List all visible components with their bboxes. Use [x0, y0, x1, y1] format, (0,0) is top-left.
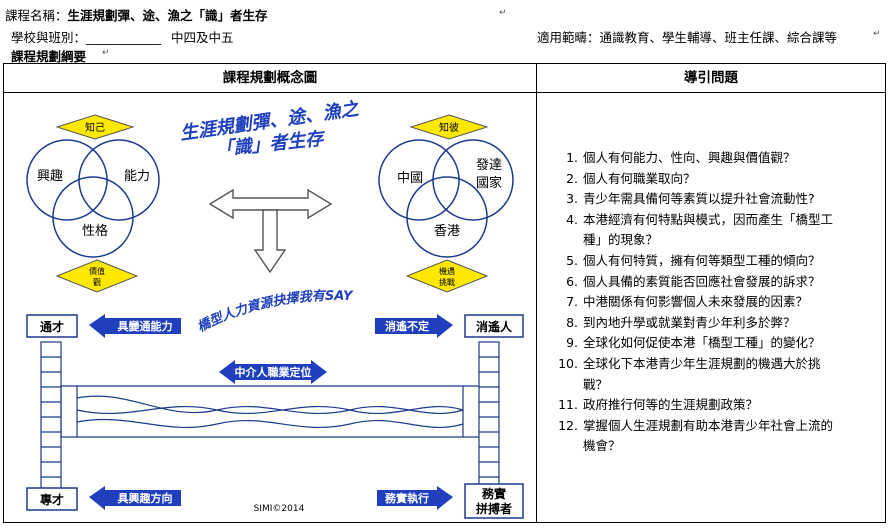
paragraph-mark-icon: ↵ — [873, 29, 881, 39]
outline-table: 課程規劃概念圖 導引問題 — [3, 63, 886, 523]
list-item: 3.青少年需具備何等素質以提升社會流動性? — [566, 191, 815, 207]
outline-heading: 課程規劃綱要 — [11, 49, 87, 64]
course-name-label: 課程名稱： — [5, 8, 68, 23]
guiding-questions-header: 導引問題 — [684, 70, 738, 86]
list-item: 9.全球化如何促使本港「橋型工種」的變化？ — [566, 335, 821, 351]
course-name-line: 課程名稱：生涯規劃彈、途、漁之「識」者生存 — [5, 5, 268, 24]
bridge — [60, 385, 479, 438]
carefree-label: 消遙人 — [476, 319, 513, 334]
list-item: 4.本港經濟有何特點與模式，因而產生「橋型工種」的現象？ — [566, 211, 834, 248]
specialist-box — [26, 487, 78, 511]
know-self-label: 知己 — [85, 121, 105, 134]
specialist-label: 專才 — [40, 492, 64, 507]
center-down-arrow — [253, 209, 287, 274]
left-ladder — [40, 341, 62, 493]
curved-slogan: 橋型人力資源抉擇我有SAY — [195, 288, 355, 336]
school-class-line: 學校與班別：____________ 中四及中五 — [11, 27, 234, 46]
center-double-arrow — [208, 188, 333, 220]
pragmatic-label-1: 務實 — [482, 486, 506, 501]
generalist-box — [26, 314, 78, 338]
venn-label-interest: 興趣 — [37, 169, 63, 184]
right-ladder — [478, 341, 500, 493]
concept-map-header: 課程規劃概念圖 — [222, 70, 318, 86]
concept-map-diagram: 生涯規劃彈、途、漁之 「識」者生存 知己 興趣 能力 性格 價值 觀 知彼 中國… — [26, 98, 524, 519]
venn-circle-china — [378, 139, 460, 221]
scope: 通識教育、學生輔導、班主任課、綜合課等 — [599, 30, 838, 45]
list-item: 2.個人有何職業取向？ — [566, 170, 696, 186]
table-header-divider — [4, 92, 885, 93]
copyright-label: SIMI©2014 — [254, 504, 305, 514]
venn-label-hongkong: 香港 — [434, 224, 460, 239]
arrow-intermediary-label: 中介人職業定位 — [235, 365, 312, 379]
list-item: 1.個人有何能力、性向、興趣與價值觀？ — [566, 150, 796, 165]
list-item: 6.個人具備的素質能否回應社會發展的訴求？ — [566, 273, 821, 289]
arrow-pragmatic — [377, 486, 453, 510]
know-others-label: 知彼 — [439, 121, 459, 134]
opportunity-label-1: 機遇 — [439, 266, 455, 276]
list-item: 10.全球化下本港青少年生涯規劃的機遇大於挑戰？ — [558, 355, 821, 392]
list-item: 12.掌握個人生涯規劃有助本港青少年社會上流的機會？ — [558, 417, 834, 454]
scope-label: 適用範疇： — [537, 30, 600, 45]
paragraph-mark-icon: ↵ — [102, 48, 110, 58]
carefree-box — [464, 314, 524, 338]
arrow-adaptable-label: 具變通能力 — [118, 319, 173, 333]
scope-line: 適用範疇：通識教育、學生輔導、班主任課、綜合課等 — [537, 27, 837, 46]
arrow-interest-direction — [89, 486, 181, 510]
list-item: 11.政府推行何等的生涯規劃政策？ — [558, 397, 759, 413]
venn-label-china: 中國 — [397, 171, 423, 186]
list-item: 5.個人有何特質，擁有何等類型工種的傾向？ — [566, 252, 821, 268]
arrow-interest-direction-label: 具興趣方向 — [118, 491, 173, 505]
venn-label-developed-2: 國家 — [476, 175, 502, 191]
arrow-carefree — [375, 314, 453, 338]
course-name: 生涯規劃彈、途、漁之「識」者生存 — [67, 8, 268, 23]
values-diamond — [55, 259, 139, 293]
grades: 中四及中五 — [171, 30, 234, 45]
values-label-1: 價值 — [89, 266, 105, 276]
generalist-label: 通才 — [40, 319, 64, 334]
opportunity-label-2: 挑戰 — [439, 277, 455, 287]
arrow-carefree-label: 消遙不定 — [385, 319, 429, 333]
venn-circle-hongkong — [406, 176, 488, 258]
paragraph-mark-icon: ↵ — [499, 8, 507, 18]
know-self-diamond — [55, 114, 135, 140]
know-others-diamond — [409, 114, 489, 140]
pragmatic-label-2: 拼搏者 — [476, 501, 512, 516]
venn-label-personality: 性格 — [82, 223, 108, 239]
arrow-pragmatic-label: 務實執行 — [385, 491, 429, 505]
venn-label-developed-1: 發達 — [476, 158, 502, 173]
list-item: 8.到內地升學或就業對青少年利多於弊？ — [566, 314, 796, 330]
pragmatic-box — [464, 483, 524, 519]
values-label-2: 觀 — [93, 277, 101, 287]
arrow-adaptable — [89, 314, 181, 338]
table-column-divider — [536, 64, 537, 522]
list-item: 7.中港關係有何影響個人未來發展的因素？ — [566, 294, 809, 310]
school-class-label: 學校與班別：____________ — [11, 30, 162, 45]
opportunity-diamond — [405, 259, 489, 293]
guiding-questions-list: 1.個人有何能力、性向、興趣與價值觀？ 2.個人有何職業取向？ 3.青少年需具備… — [556, 148, 881, 457]
venn-label-ability: 能力 — [124, 169, 150, 184]
venn-circle-personality — [52, 176, 134, 258]
arrow-intermediary — [219, 360, 327, 384]
